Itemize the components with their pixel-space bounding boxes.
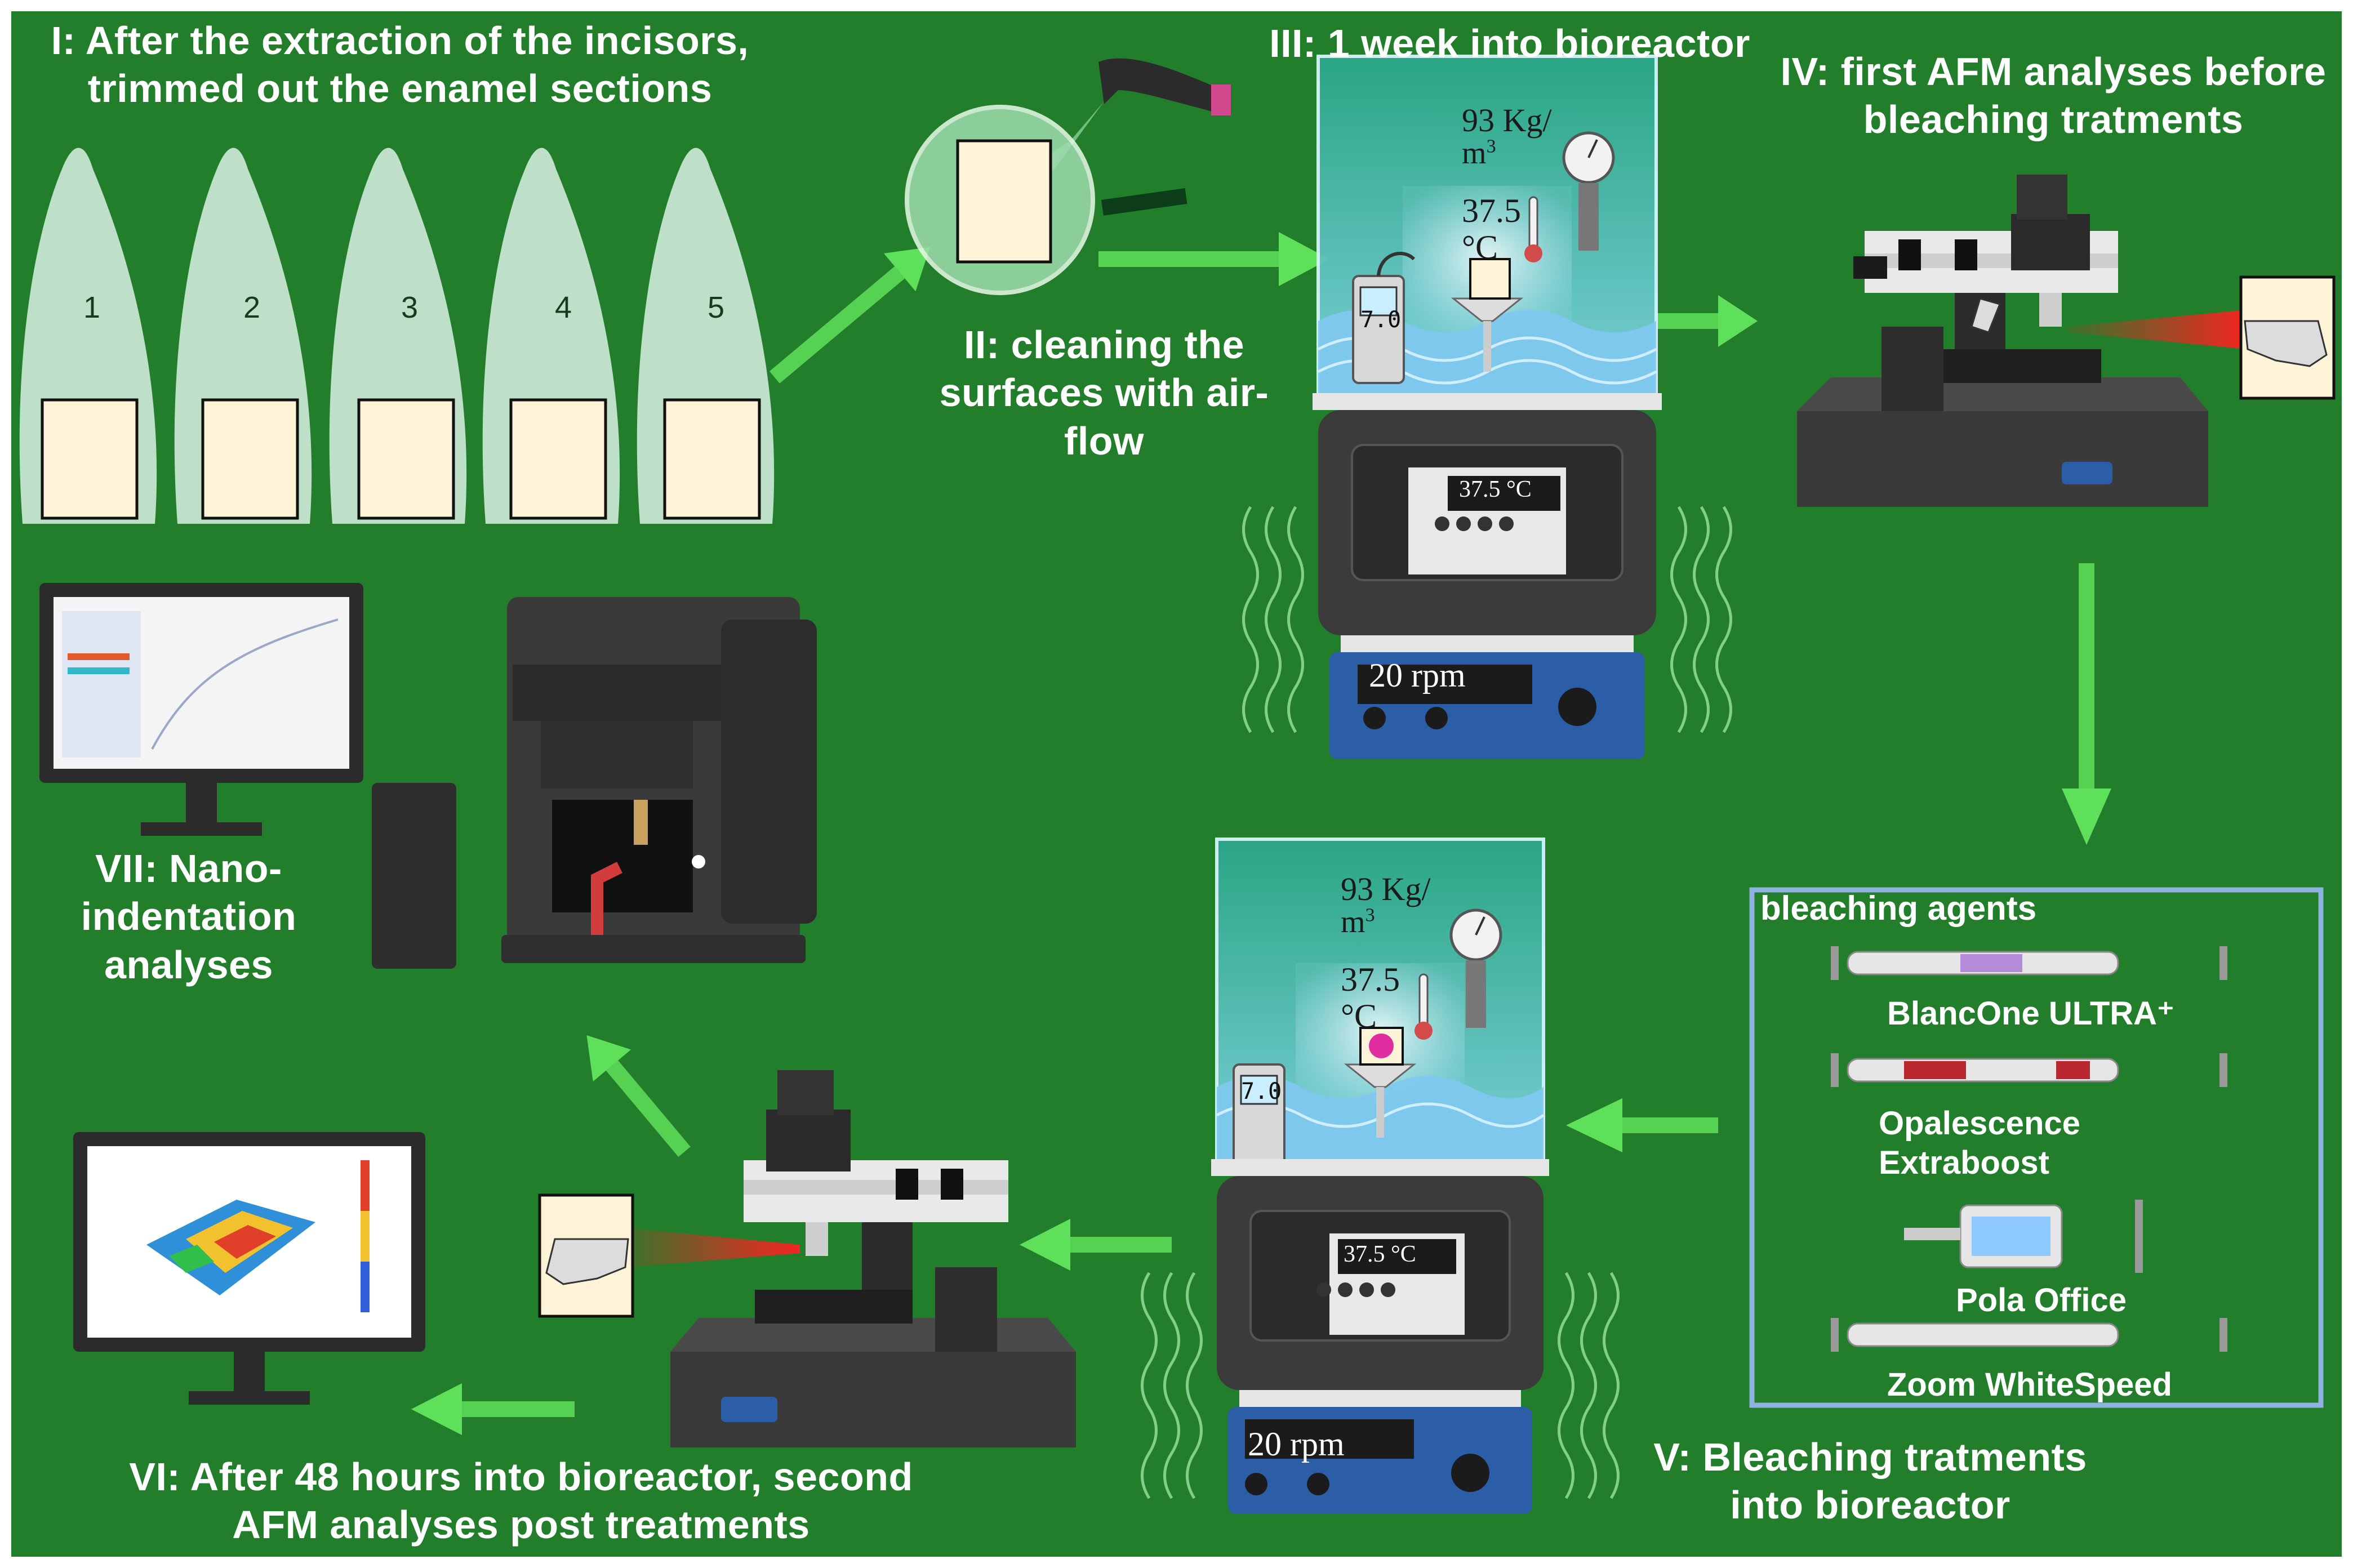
arrow-vi-to-vii: [586, 1035, 691, 1157]
arrow-v-to-vi: [1020, 1219, 1172, 1271]
enamel-section-2: [201, 398, 299, 520]
arrow-vi-to-monitor: [411, 1383, 575, 1435]
syringe-blancone-icon: [1831, 946, 2227, 980]
bioreactor-top: [1242, 55, 1732, 759]
bleaching-agents-panel: [1749, 887, 2324, 1408]
bioreactor-bottom: [1141, 838, 1620, 1514]
airflow-cleaning: [905, 58, 1231, 295]
density-label-top: 93 Kg/: [1462, 102, 1552, 139]
agent-pola-office: Pola Office: [1956, 1282, 2127, 1318]
afm-microscope-top: [1797, 175, 2248, 507]
enamel-section-1: [41, 398, 139, 520]
monitor-nanoindentation: [39, 583, 363, 836]
density-unit-top: m3: [1462, 136, 1496, 171]
temperature-label-bottom: 37.5: [1341, 961, 1400, 998]
arrow-ii-to-iii: [1098, 232, 1329, 286]
agent-blancone: BlancOne ULTRA⁺: [1887, 995, 2174, 1032]
tooth-number-4: 4: [555, 291, 572, 324]
tooth-number-5: 5: [708, 291, 725, 324]
density-unit-bottom: m3: [1341, 905, 1375, 939]
arrow-iii-to-iv: [1656, 295, 1758, 347]
syringe-pola-office-icon: [1904, 1200, 2143, 1273]
syringe-zoom-icon: [1831, 1318, 2227, 1352]
magnifier-handle: [1101, 188, 1187, 216]
temperature-unit-bottom: °C: [1341, 997, 1377, 1035]
step-iv-label: IV: first AFM analyses before bleaching …: [1780, 50, 2327, 142]
step-vi-label: VI: After 48 hours into bioreactor, seco…: [129, 1455, 913, 1547]
display-readout-top: 37.5 °C: [1459, 476, 1532, 502]
cleaned-sample: [956, 139, 1052, 264]
arrow-agents-to-v: [1566, 1098, 1718, 1152]
temperature-unit-top: °C: [1462, 229, 1498, 266]
tooth-number-1: 1: [83, 291, 101, 324]
density-exponent-bottom: 3: [1365, 905, 1375, 926]
arrow-i-to-ii: [769, 247, 930, 384]
tooth-number-2: 2: [243, 291, 261, 324]
enamel-section-3: [357, 398, 455, 520]
display-readout-bottom: 37.5 °C: [1344, 1241, 1416, 1267]
enamel-section-5: [663, 398, 761, 520]
ph-readout-bottom: 7.0: [1241, 1079, 1282, 1104]
density-exponent-top: 3: [1486, 136, 1496, 157]
teeth-row: [19, 148, 775, 524]
arrow-iv-to-agents: [2062, 563, 2111, 845]
density-label-bottom: 93 Kg/: [1341, 871, 1431, 907]
rpm-readout-bottom: 20 rpm: [1248, 1426, 1345, 1463]
ph-readout-top: 7.0: [1360, 307, 1402, 333]
step-v-label: V: Bleaching tratments into bioreactor: [1653, 1435, 2087, 1527]
temperature-label-top: 37.5: [1462, 192, 1521, 229]
afm-microscope-bottom: [625, 1070, 1076, 1447]
enamel-section-4: [509, 398, 607, 520]
monitor-afm-map: [73, 1132, 425, 1405]
tooth-number-3: 3: [401, 291, 419, 324]
rpm-readout-top: 20 rpm: [1369, 657, 1466, 694]
syringe-opalescence-icon: [1831, 1053, 2227, 1087]
agents-title: bleaching agents: [1760, 889, 2037, 927]
agent-zoom-whitespeed: Zoom WhiteSpeed: [1887, 1366, 2172, 1403]
step-vii-label: VII: Nano-indentation analyses: [81, 847, 297, 987]
afm-sample-top: [2239, 275, 2336, 400]
agent-opalescence: Opalescence Extraboost: [1879, 1105, 2080, 1181]
afm-sample-bottom: [538, 1193, 634, 1318]
process-arrows: [411, 232, 2111, 1435]
step-ii-label: II: cleaning the surfaces with air-flow: [939, 323, 1269, 463]
step-i-label: I: After the extraction of the incisors,…: [51, 19, 749, 111]
nanoindenter-instrument: [372, 597, 817, 969]
airflow-handpiece-icon: [1098, 58, 1222, 113]
step-iii-label: III: 1 week into bioreactor: [1269, 21, 1750, 65]
